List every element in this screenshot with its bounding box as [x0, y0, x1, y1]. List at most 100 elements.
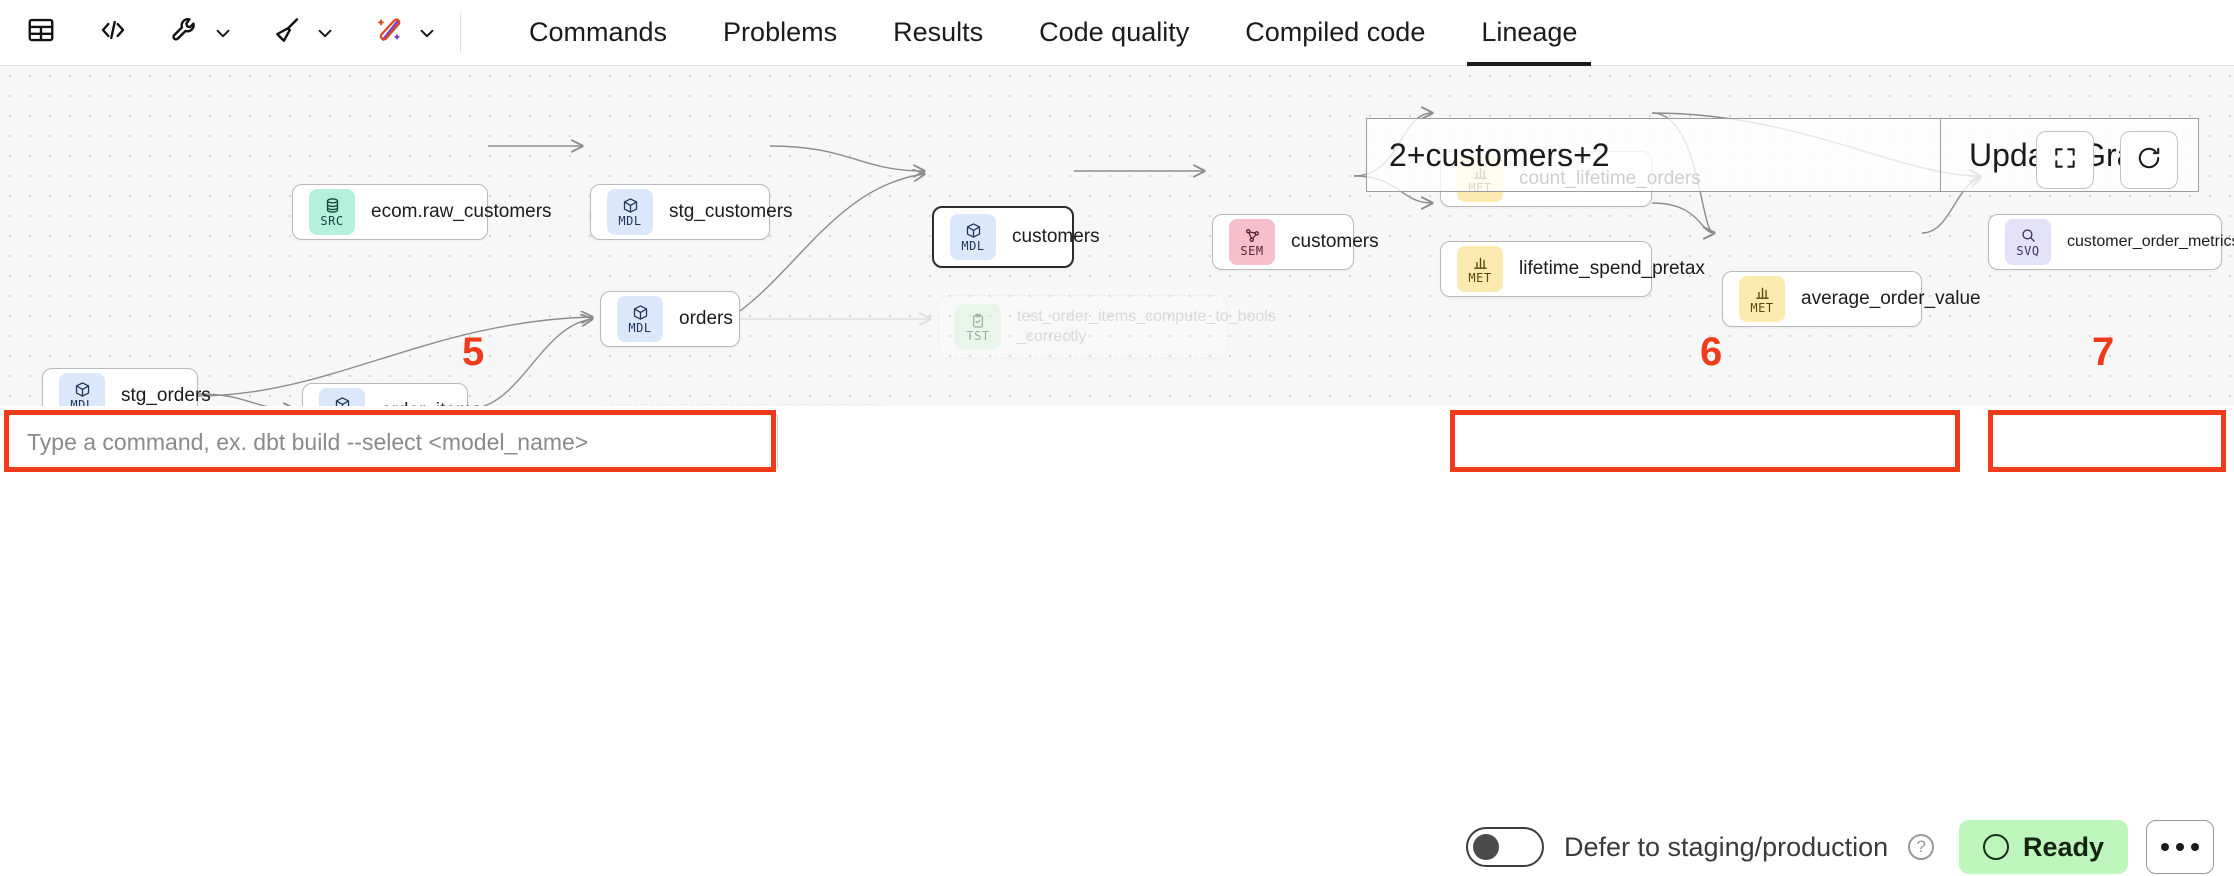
badge-text: MDL [628, 321, 652, 335]
badge-text: TST [966, 328, 990, 343]
node-label: average_order_value [1801, 288, 1981, 310]
node-label: customers [1291, 231, 1379, 253]
lineage-node-lifetime-spend-pretax[interactable]: MET lifetime_spend_pretax [1440, 241, 1705, 297]
cube-icon [632, 304, 649, 321]
cube-icon [965, 222, 982, 239]
graph-selector-input[interactable]: 2+customers+2 [1389, 136, 1610, 173]
command-input[interactable] [8, 414, 778, 470]
kebab-menu-button[interactable] [2146, 820, 2214, 874]
tab-compiled-code[interactable]: Compiled code [1217, 0, 1453, 66]
node-label: test_order_items_compute_to_bools _corre… [1017, 308, 1276, 345]
broom-icon [272, 15, 302, 50]
lineage-node-stg-orders[interactable]: MDL stg_orders [42, 368, 211, 406]
refresh-button[interactable] [2120, 131, 2178, 189]
table-view-button[interactable] [18, 11, 64, 55]
tst-type-badge: TST [955, 304, 1001, 350]
defer-control-group: Defer to staging/production ? [1466, 818, 1935, 876]
magic-wand-icon [374, 15, 404, 50]
circle-icon [1982, 834, 2009, 860]
tab-problems[interactable]: Problems [695, 0, 865, 66]
tab-results[interactable]: Results [865, 0, 1011, 66]
mdl-type-badge: MDL [950, 214, 996, 260]
lineage-node-test-order-items-compute-to-bools[interactable]: TST test_order_items_compute_to_bools _c… [938, 295, 1276, 359]
tab-label: Code quality [1039, 17, 1190, 47]
overlay-divider [1939, 119, 1941, 191]
tab-label: Lineage [1481, 17, 1578, 47]
expand-icon [2052, 145, 2078, 176]
code-view-button[interactable] [90, 11, 136, 55]
build-tools-button[interactable] [162, 11, 208, 55]
node-label: customer_order_metrics [2067, 233, 2234, 250]
tab-label: Results [893, 17, 984, 47]
code-brackets-icon [97, 14, 129, 51]
kebab-menu-icon [2161, 843, 2169, 851]
editor-toolbar: Commands Problems Results Code quality C… [0, 0, 2234, 66]
metric-bars-icon [1754, 284, 1771, 301]
node-label: stg_customers [669, 201, 793, 223]
refresh-icon [2136, 145, 2162, 176]
lineage-node-stg-customers[interactable]: MDL stg_customers [590, 184, 793, 240]
format-tools-button[interactable] [264, 11, 310, 55]
status-badge[interactable]: Ready [1958, 820, 2128, 874]
sem-type-badge: SEM [1229, 219, 1275, 265]
svq-type-badge: SVQ [2005, 219, 2051, 265]
cube-icon [74, 381, 91, 398]
node-label: customers [1012, 226, 1100, 248]
fullscreen-button[interactable] [2036, 131, 2094, 189]
lineage-node-customer-order-metrics[interactable]: SVQ customer_order_metrics [1988, 214, 2234, 270]
lineage-node-customers-semantic[interactable]: SEM customers [1212, 214, 1379, 270]
node-label: lifetime_spend_pretax [1519, 258, 1705, 280]
kebab-menu-icon [2176, 843, 2184, 851]
badge-text: SEM [1240, 244, 1264, 258]
lineage-node-ecom-raw-customers[interactable]: SRC ecom.raw_customers [292, 184, 552, 240]
status-group: Ready [1958, 818, 2214, 876]
tab-label: Compiled code [1245, 17, 1426, 47]
defer-label: Defer to staging/production [1564, 831, 1889, 862]
badge-text: SVQ [2016, 244, 2040, 258]
saved-query-icon [2020, 227, 2037, 244]
status-label: Ready [2022, 831, 2104, 862]
met-type-badge: MET [1457, 246, 1503, 292]
format-tools-chevron-down-icon[interactable] [310, 22, 340, 44]
table-icon [26, 15, 56, 50]
toolbar-icon-group [0, 0, 479, 66]
semantic-icon [1244, 227, 1261, 244]
wrench-icon [170, 15, 200, 50]
lineage-node-order-items[interactable]: MDL order_items [302, 383, 481, 406]
node-label: orders [679, 308, 733, 330]
ai-assist-chevron-down-icon[interactable] [412, 22, 442, 44]
mdl-type-badge: MDL [607, 189, 653, 235]
met-type-badge: MET [1739, 276, 1785, 322]
panel-tabs: Commands Problems Results Code quality C… [501, 0, 1605, 66]
badge-text: MET [1468, 271, 1492, 285]
defer-toggle[interactable] [1466, 827, 1544, 867]
command-bar: Defer to staging/production ? Ready [0, 406, 2234, 874]
database-icon [324, 197, 341, 214]
ai-assist-group[interactable] [366, 11, 442, 55]
cube-icon [334, 396, 351, 406]
question-mark-icon[interactable]: ? [1908, 834, 1935, 860]
badge-text: MDL [70, 398, 94, 406]
mdl-type-badge: MDL [617, 296, 663, 342]
mdl-type-badge: MDL [319, 388, 365, 406]
lineage-node-orders[interactable]: MDL orders [600, 291, 740, 347]
test-clipboard-icon [970, 313, 986, 329]
tab-label: Problems [723, 17, 838, 47]
tab-commands[interactable]: Commands [501, 0, 695, 66]
src-type-badge: SRC [309, 189, 355, 235]
lineage-graph-canvas[interactable]: SRC ecom.raw_customers MDL stg_customers… [0, 66, 2234, 406]
lineage-node-customers-model[interactable]: MDL customers [932, 206, 1100, 268]
mdl-type-badge: MDL [59, 373, 105, 406]
tab-code-quality[interactable]: Code quality [1011, 0, 1217, 66]
build-tools-chevron-down-icon[interactable] [208, 22, 238, 44]
badge-text: MET [1750, 301, 1774, 315]
tab-label: Commands [529, 17, 668, 47]
ai-assist-button[interactable] [366, 11, 412, 55]
metric-bars-icon [1472, 254, 1489, 271]
format-tools-group[interactable] [264, 11, 340, 55]
tab-lineage[interactable]: Lineage [1453, 0, 1605, 66]
badge-text: MDL [618, 214, 642, 228]
lineage-node-average-order-value[interactable]: MET average_order_value [1722, 271, 1981, 327]
lineage-edges [197, 66, 2234, 406]
build-tools-group[interactable] [162, 11, 238, 55]
